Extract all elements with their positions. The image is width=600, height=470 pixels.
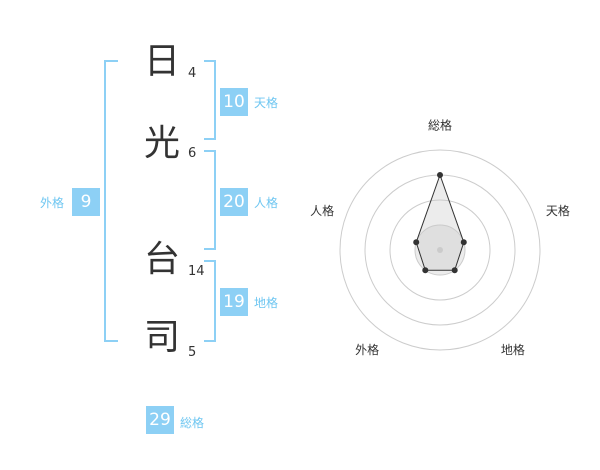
stroke-count-1: 4 xyxy=(188,66,197,81)
radar-axis-label: 外格 xyxy=(355,342,379,357)
radar-axis-label: 天格 xyxy=(546,203,570,218)
stroke-count-4: 5 xyxy=(188,345,197,360)
soukaku-score: 29 xyxy=(146,406,174,434)
radar-point-2 xyxy=(460,239,467,246)
radar-axis-label: 人格 xyxy=(310,203,334,218)
radar-axis-label: 地格 xyxy=(501,342,525,357)
chikaku-label: 地格 xyxy=(254,296,279,310)
radar-point-5 xyxy=(413,239,420,246)
jinkaku-score: 20 xyxy=(220,188,248,216)
radar-ring-2 xyxy=(389,199,491,301)
radar-polygon xyxy=(415,173,465,271)
name-char-3: 台 xyxy=(143,239,180,280)
stroke-count-3: 14 xyxy=(188,264,205,279)
name-char-2: 光 xyxy=(143,123,180,164)
radar-point-4 xyxy=(422,267,429,274)
gaikaku-label: 外格 xyxy=(40,196,65,210)
chikaku-score: 19 xyxy=(220,288,248,316)
name-char-4: 司 xyxy=(143,317,180,358)
radar-center-dot xyxy=(437,247,443,253)
gaikaku-score: 9 xyxy=(72,188,100,216)
stroke-count-2: 6 xyxy=(188,146,197,161)
jinkaku-label: 人格 xyxy=(254,196,279,210)
soukaku-label: 総格 xyxy=(180,416,205,430)
radar-ring-4 xyxy=(339,149,541,351)
tenkaku-label: 天格 xyxy=(254,96,279,110)
radar-axis-label: 総格 xyxy=(428,118,452,133)
tenkaku-score: 10 xyxy=(220,88,248,116)
radar-point-3 xyxy=(451,267,458,274)
radar-point-1 xyxy=(437,172,443,178)
name-char-1: 日 xyxy=(143,41,180,82)
